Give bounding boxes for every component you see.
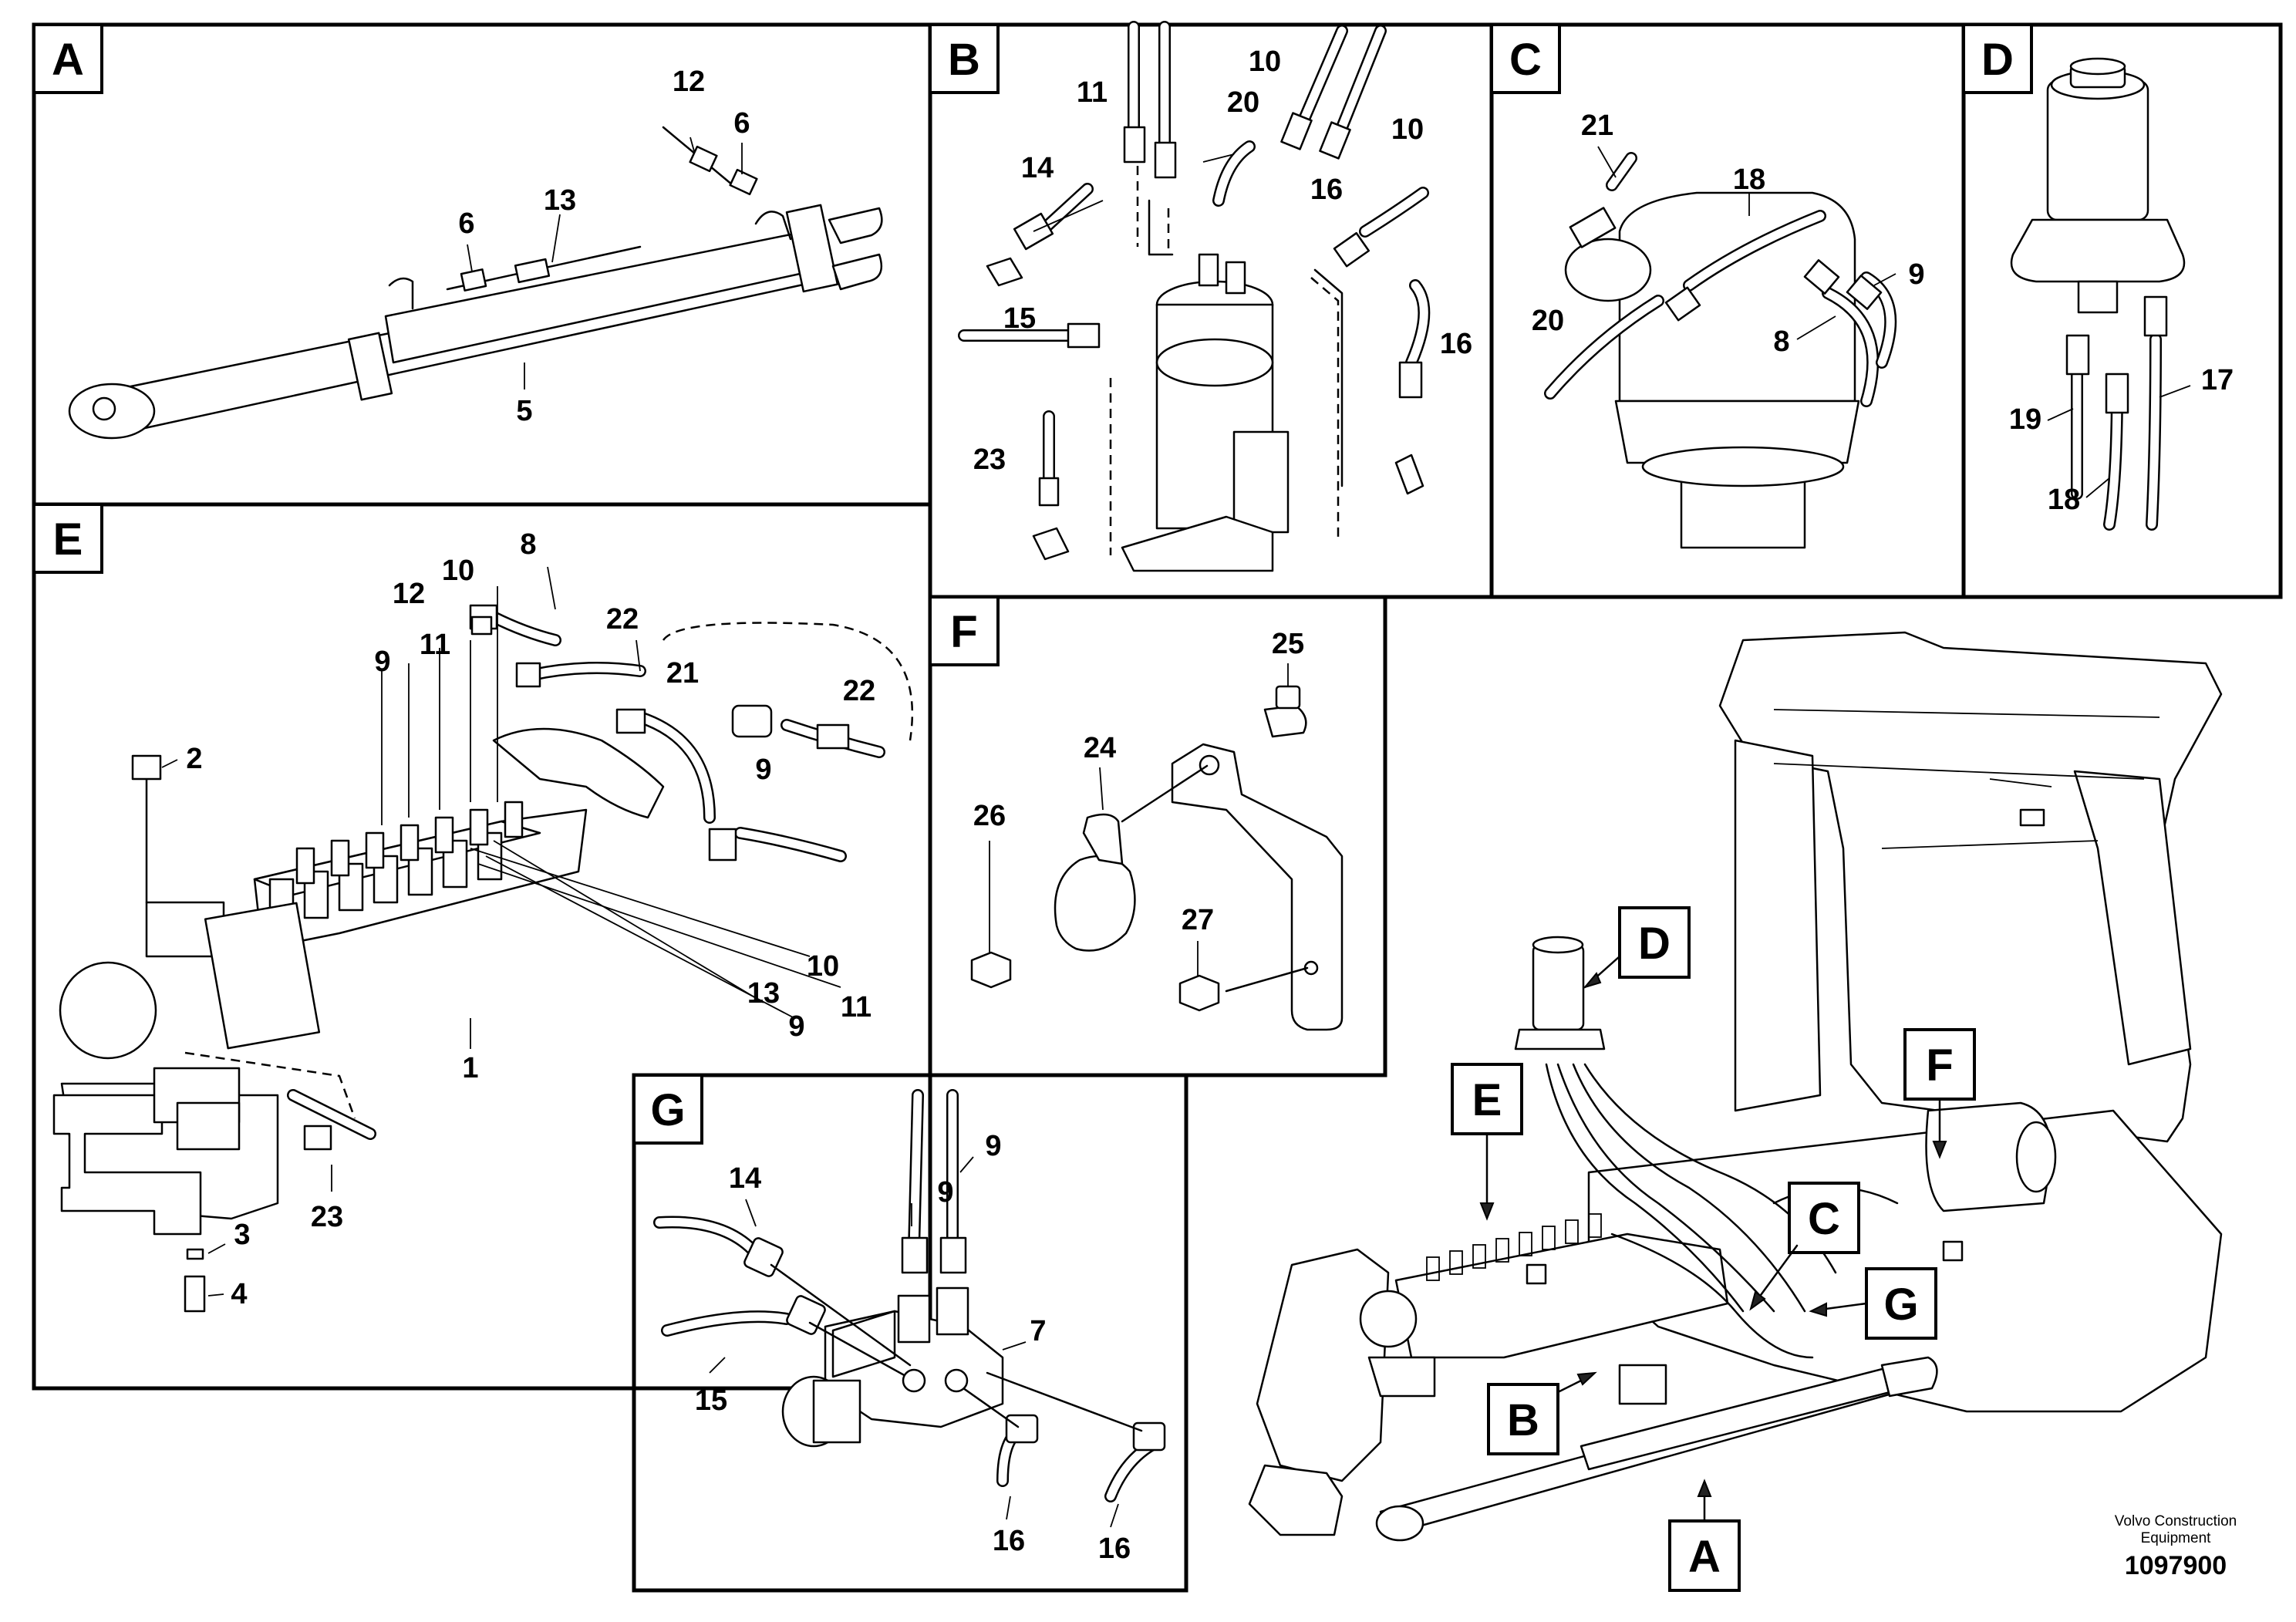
overview-tag-g: G (1809, 1267, 1937, 1340)
panel-e-callout: 3 (234, 1219, 250, 1251)
panel-d-callout: 19 (2009, 403, 2041, 436)
panel-c-callout: 8 (1773, 325, 1789, 358)
overview-machine-drawing (1248, 631, 2223, 1542)
panel-c-motor-drawing (1544, 146, 1897, 549)
panel-e: E (32, 502, 932, 1391)
panel-f-letter: F (950, 607, 977, 657)
panel-b-callout: 16 (1440, 328, 1472, 360)
panel-b-callout: 15 (1003, 302, 1036, 335)
panel-e-callout: 11 (841, 991, 872, 1023)
panel-g-callout: 9 (985, 1130, 1001, 1162)
panel-e-callout: 2 (186, 743, 202, 775)
panel-e-callout: 9 (755, 754, 771, 786)
panel-b-callout: 10 (1391, 113, 1424, 146)
panel-g-callout: 15 (695, 1384, 727, 1417)
panel-g-callout: 16 (1098, 1533, 1131, 1565)
panel-d-letter: D (1981, 35, 2014, 85)
overview-tag-e-letter: E (1472, 1075, 1502, 1125)
overview-tag-g-letter: G (1883, 1280, 1918, 1330)
panel-g-callout: 9 (937, 1176, 953, 1209)
panel-e-callout: 23 (311, 1201, 343, 1233)
overview-tag-c-letter: C (1808, 1194, 1840, 1244)
panel-e-letter: E (53, 514, 83, 565)
panel-b-callout: 16 (1310, 174, 1343, 206)
panel-e-callout: 1 (462, 1052, 478, 1084)
overview-tag-d-letter: D (1638, 919, 1671, 969)
panel-e-callout: 10 (807, 950, 839, 983)
panel-a-callout: 6 (733, 107, 750, 140)
panel-c-letter: C (1509, 35, 1542, 85)
panel-f-callout: 26 (973, 800, 1006, 832)
panel-a-cylinder-drawing (68, 126, 883, 440)
panel-a-callout: 6 (458, 207, 474, 240)
overview-tag-f: F (1903, 1028, 1976, 1159)
panel-c-callout: 20 (1532, 305, 1564, 337)
panel-b-callout: 20 (1227, 86, 1259, 119)
panel-d-sensor-drawing (2010, 57, 2191, 531)
panel-e-callout: 8 (520, 528, 536, 561)
panel-b-callout: 14 (1021, 152, 1054, 184)
panel-e-callout: 22 (843, 675, 875, 707)
overview-tag-f-letter: F (1926, 1040, 1953, 1091)
panel-f-callout: 27 (1182, 904, 1214, 936)
overview-tag-a-letter: A (1688, 1532, 1721, 1582)
panel-e-callout: 9 (374, 646, 390, 678)
panel-g: G (632, 1073, 1188, 1593)
panel-g-letter: G (650, 1085, 685, 1135)
panel-f-bracket-drawing (970, 663, 1344, 1031)
panel-e-callout: 9 (788, 1010, 804, 1043)
panel-d: D 19 17 18 (1961, 22, 2283, 599)
panel-d-callout: 17 (2201, 364, 2234, 396)
panel-c-callout: 9 (1908, 258, 1924, 291)
panel-c-callout: 18 (1733, 164, 1765, 196)
panel-a: A 12 6 6 13 5 (32, 22, 932, 507)
panel-a-letter: A (52, 35, 84, 85)
panel-b-swivel-drawing (958, 21, 1431, 572)
panel-f-callout: 25 (1272, 628, 1304, 660)
panel-f-callout: 24 (1084, 732, 1116, 764)
panel-g-callout: 14 (729, 1162, 761, 1195)
drawing-number: 1097900 (2125, 1551, 2227, 1580)
footer: Volvo Construction Equipment 1097900 (2115, 1513, 2237, 1580)
panel-c-callout: 21 (1581, 110, 1613, 142)
overview-tag-b-letter: B (1507, 1395, 1539, 1445)
panel-a-callout: 12 (673, 66, 705, 98)
panel-c: C 21 18 9 20 8 (1489, 22, 1966, 599)
panel-b-callout: 23 (973, 443, 1006, 476)
panel-b-letter: B (948, 35, 980, 85)
panel-e-callout: 21 (666, 657, 699, 690)
overview-tag-c: C (1749, 1182, 1860, 1311)
overview-tag-b: B (1487, 1371, 1597, 1455)
overview-tag-a: A (1668, 1479, 1741, 1592)
panel-g-valve-drawing (653, 1089, 1166, 1528)
panel-e-callout: 11 (420, 629, 450, 661)
panel-b: B (928, 21, 1494, 599)
panel-a-callout: 13 (544, 184, 576, 217)
panel-b-callout: 10 (1249, 46, 1281, 78)
company-name-line2: Equipment (2141, 1530, 2212, 1546)
panel-d-callout: 18 (2048, 484, 2080, 516)
panel-e-callout: 10 (442, 555, 474, 587)
overview-tag-d: D (1583, 906, 1691, 989)
panel-e-callout: 4 (231, 1278, 247, 1310)
panel-e-callout: 22 (606, 603, 639, 636)
panel-b-callout: 11 (1077, 76, 1108, 109)
panel-e-valve-block-drawing (52, 566, 914, 1313)
overview-tag-e: E (1451, 1063, 1523, 1221)
panel-f: F 25 24 26 27 (928, 595, 1387, 1077)
panel-g-callout: 16 (993, 1525, 1025, 1557)
panel-e-callout: 13 (747, 977, 780, 1010)
panel-g-callout: 7 (1030, 1315, 1046, 1347)
panel-e-callout: 12 (393, 578, 425, 610)
company-name-line1: Volvo Construction (2115, 1513, 2237, 1529)
panel-a-callout: 5 (516, 395, 532, 427)
